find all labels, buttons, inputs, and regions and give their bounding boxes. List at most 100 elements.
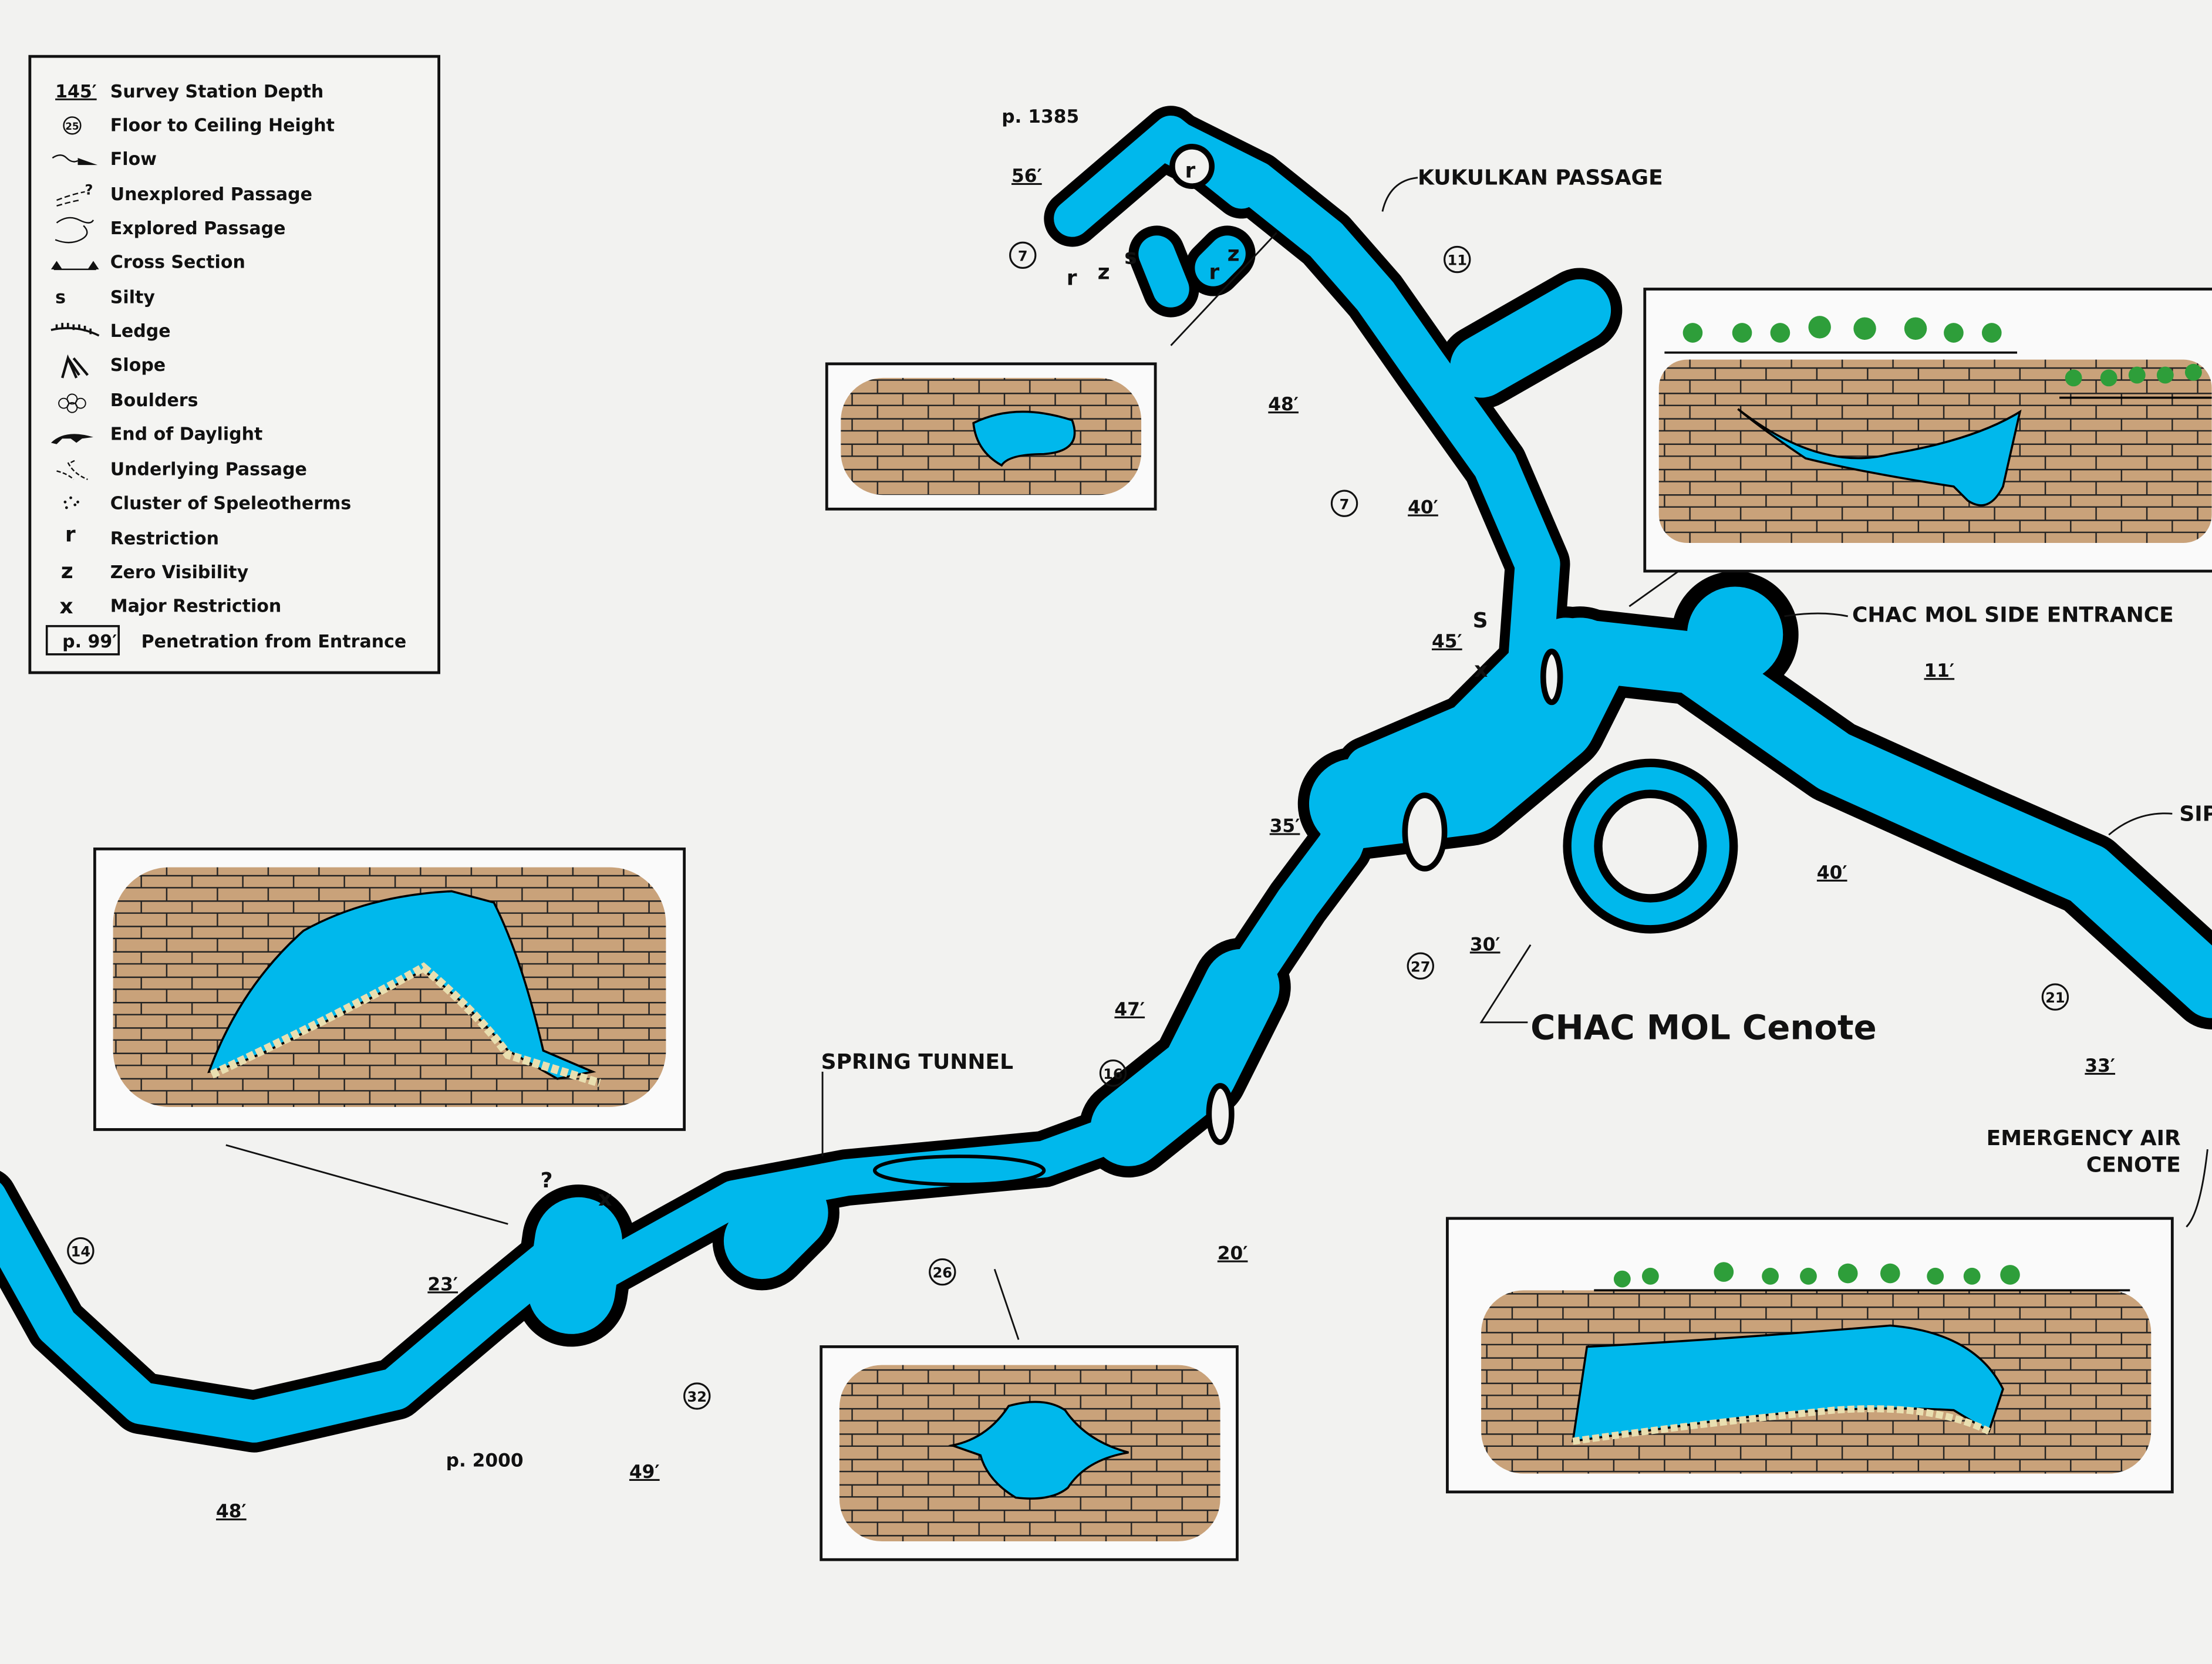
height-marker: 11	[1444, 245, 1471, 274]
zero-visibility-marker: z	[1228, 242, 1240, 266]
svg-text:14: 14	[71, 1244, 90, 1260]
cross-section-1	[825, 362, 1157, 511]
chac-mol-cenote-label: CHAC MOL Cenote	[1530, 1008, 1877, 1048]
passage-line-icon	[55, 217, 95, 244]
boulders-icon	[58, 393, 86, 413]
underlying-passage-icon	[56, 459, 88, 480]
boxed-text-icon	[45, 625, 120, 656]
svg-text:32: 32	[687, 1389, 707, 1405]
depth-label: 49′	[629, 1462, 660, 1483]
major-restriction-marker: x	[1474, 658, 1488, 682]
depth-label: 30′	[1470, 934, 1500, 955]
siphon-label: SIP	[2179, 802, 2212, 826]
map-labels: p. 1385 p. 2000 KUKULKAN PASSAGE CHAC MO…	[67, 106, 2212, 1522]
cross-section-3	[93, 847, 686, 1131]
depth-label: 35′	[1270, 816, 1300, 837]
major-restriction-marker: x	[598, 1187, 612, 1211]
legend-label: Boulders	[110, 390, 198, 411]
restriction-marker: r	[1209, 261, 1219, 285]
restriction-symbol: r	[65, 523, 76, 547]
circled-number-icon: 25	[63, 116, 82, 135]
major-restriction-symbol: x	[59, 595, 73, 619]
legend-label: Cluster of Speleotherms	[110, 493, 351, 514]
height-marker: 27	[1407, 952, 1434, 980]
cave-passages	[0, 106, 2212, 1453]
emergency-air-cenote-label: EMERGENCY AIR	[1987, 1126, 2181, 1150]
restriction-marker: r	[1185, 159, 1196, 183]
height-marker: 14	[67, 1237, 95, 1265]
penetration-label: p. 1385	[1002, 106, 1079, 127]
cross-section-2	[1643, 288, 2212, 573]
legend: 145′ Survey Station Depth 25 Floor to Ce…	[28, 55, 440, 674]
zero-visibility-marker: z	[1098, 261, 1110, 285]
svg-text:11: 11	[1448, 252, 1467, 269]
legend-label: Explored Passage	[110, 218, 286, 239]
legend-label: Restriction	[110, 528, 219, 549]
legend-depth-symbol: 145′	[55, 82, 97, 102]
silty-marker: s	[1124, 245, 1137, 269]
legend-frame	[28, 55, 440, 674]
legend-label: Flow	[110, 149, 157, 170]
spring-tunnel-label: SPRING TUNNEL	[821, 1050, 1013, 1074]
cross-section-icon	[50, 261, 99, 271]
svg-text:21: 21	[2045, 990, 2065, 1006]
unexplored-marker: ?	[541, 1169, 553, 1193]
zero-visibility-symbol: z	[61, 559, 73, 583]
depth-label: 56′	[1011, 166, 1042, 187]
svg-text:7: 7	[1018, 248, 1028, 264]
silty-marker: S	[1473, 609, 1488, 633]
svg-text:27: 27	[1411, 958, 1430, 975]
legend-label: Slope	[110, 355, 166, 376]
dashed-passage-icon: ?	[56, 182, 93, 207]
legend-label: Cross Section	[110, 252, 245, 272]
trees	[1613, 1262, 2020, 1288]
daylight-icon	[50, 434, 93, 444]
height-marker: 32	[683, 1382, 711, 1410]
svg-text:25: 25	[65, 120, 79, 132]
depth-label: 48′	[1268, 394, 1299, 415]
height-marker: 16	[1099, 1059, 1127, 1087]
svg-text:26: 26	[933, 1265, 952, 1281]
height-marker: 21	[2041, 983, 2069, 1011]
depth-label: 47′	[1114, 999, 1145, 1020]
speleothem-icon	[63, 496, 79, 509]
restriction-marker: r	[1067, 266, 1077, 290]
trees	[1682, 316, 2202, 387]
leader-lines	[225, 177, 2208, 1340]
cross-section-4	[820, 1345, 1239, 1561]
legend-label: End of Daylight	[110, 424, 263, 445]
depth-label: 11′	[1924, 660, 1954, 681]
legend-label: Major Restriction	[110, 596, 281, 617]
legend-label: Zero Visibility	[110, 562, 249, 583]
svg-text:?: ?	[85, 182, 93, 198]
height-marker: 7	[1009, 241, 1037, 269]
penetration-label: p. 2000	[446, 1450, 524, 1471]
depth-label: 33′	[2085, 1055, 2115, 1076]
svg-text:7: 7	[1340, 496, 1350, 512]
legend-label: Survey Station Depth	[110, 82, 324, 102]
height-marker: 7	[1330, 490, 1358, 517]
silty-symbol: s	[55, 288, 66, 308]
legend-label: Silty	[110, 288, 156, 308]
depth-label: 48′	[216, 1501, 247, 1522]
kukulkan-passage-label: KUKULKAN PASSAGE	[1418, 166, 1663, 190]
legend-label: Floor to Ceiling Height	[110, 115, 335, 136]
legend-label: Ledge	[110, 321, 171, 342]
depth-label: 45′	[1432, 631, 1462, 652]
flow-arrow-icon	[52, 154, 98, 166]
emergency-air-cenote-label: CENOTE	[2086, 1153, 2181, 1177]
legend-label: Unexplored Passage	[110, 184, 312, 205]
depth-label: 20′	[1218, 1243, 1248, 1264]
ledge-icon	[50, 323, 100, 337]
depth-label: 40′	[1408, 497, 1438, 518]
depth-label: 40′	[1817, 862, 1847, 883]
depth-label: 23′	[427, 1274, 458, 1295]
cross-section-5	[1446, 1217, 2174, 1494]
chac-mol-side-entrance-label: CHAC MOL SIDE ENTRANCE	[1852, 603, 2174, 627]
height-marker: 26	[929, 1258, 956, 1286]
slope-icon	[61, 354, 89, 379]
legend-label: Underlying Passage	[110, 460, 307, 480]
penetration-symbol: p. 99′	[62, 632, 117, 652]
legend-label: Penetration from Entrance	[141, 632, 407, 652]
